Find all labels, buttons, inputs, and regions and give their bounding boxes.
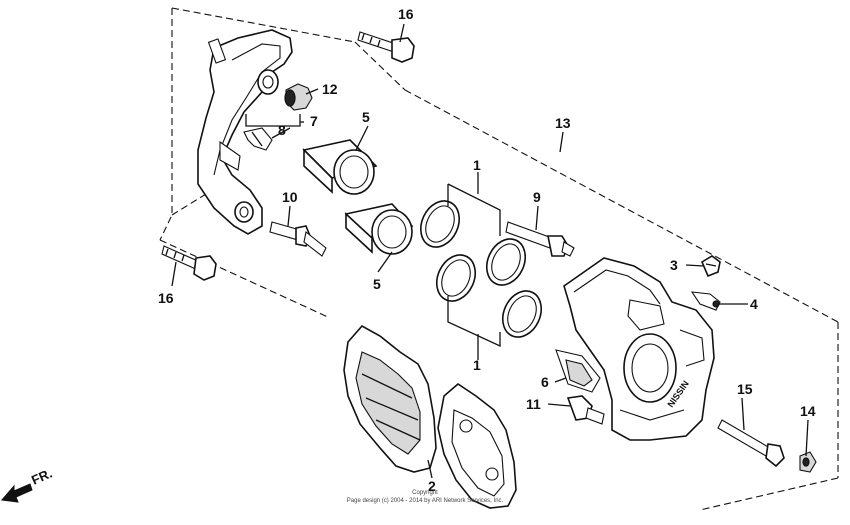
pad-retainer: [555, 349, 601, 393]
callout-10: 10: [282, 189, 298, 205]
callout-7: 7: [310, 113, 318, 129]
piston-lower: [344, 203, 414, 255]
callout-9: 9: [533, 189, 541, 205]
caliper-body: NISSIN: [563, 257, 715, 441]
leader-lines: [171, 23, 809, 479]
caliper-pin-10: [269, 221, 327, 257]
callout-16-top: 16: [398, 6, 414, 22]
callout-numbers: 16 12 7 8 5 5 13 1 1 9 10 16 3 4 6 11 15…: [158, 6, 816, 494]
copyright-line-2: Page design (c) 2004 - 2014 by ARI Netwo…: [347, 498, 504, 504]
assembly-boundary: [159, 7, 839, 511]
piston-upper: [302, 139, 378, 195]
callout-5-top: 5: [362, 109, 370, 125]
callout-15: 15: [737, 381, 753, 397]
bolt-left: [161, 245, 217, 281]
direction-label: FR.: [29, 466, 54, 488]
callout-6: 6: [541, 374, 549, 390]
nut-14: [799, 451, 817, 473]
pad-spring-clip: [243, 127, 273, 151]
caliper-pin-9: [505, 221, 575, 257]
boot: [284, 83, 313, 111]
direction-arrow-icon: [1, 483, 33, 503]
callout-4: 4: [750, 296, 758, 312]
bleeder-screw: [700, 255, 721, 278]
callout-13: 13: [555, 115, 571, 131]
copyright-notice: Copyright Page design (c) 2004 - 2014 by…: [347, 490, 504, 504]
bleeder-cap: [690, 291, 721, 311]
callout-2: 2: [428, 478, 436, 494]
piston-seal-rings: [419, 200, 543, 338]
callout-11: 11: [526, 396, 541, 412]
callout-1-bottom: 1: [473, 357, 481, 373]
callout-1-top: 1: [473, 157, 481, 173]
copyright-line-1: Copyright: [412, 490, 438, 496]
callout-16-left: 16: [158, 290, 174, 306]
caliper-bracket: [197, 29, 293, 235]
callout-14: 14: [800, 403, 816, 419]
callout-5-bottom: 5: [373, 276, 381, 292]
brake-pad-rear: [343, 324, 437, 473]
callout-12: 12: [322, 81, 338, 97]
bolt-top: [357, 31, 415, 63]
callout-3: 3: [670, 257, 678, 273]
front-direction-indicator: FR.: [1, 466, 54, 503]
brake-pad-front: [437, 382, 517, 509]
callout-8: 8: [278, 122, 286, 138]
pin-bolt-15: [717, 419, 785, 468]
pin-plug: [566, 395, 605, 425]
